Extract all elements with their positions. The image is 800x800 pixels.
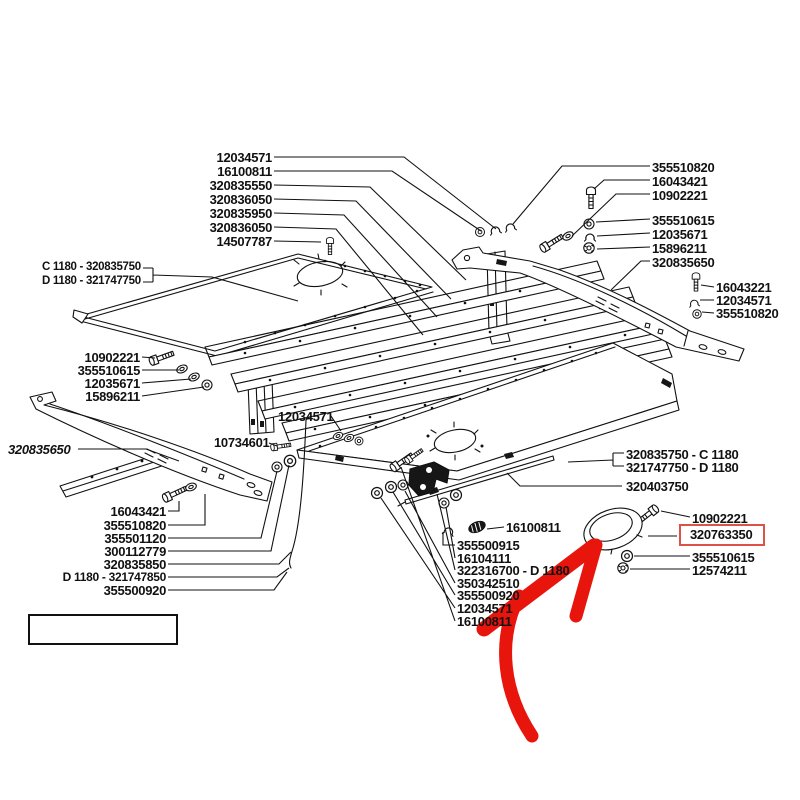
part-label: 12034571 [457, 601, 513, 616]
part-label-highlighted: 320763350 [679, 524, 766, 546]
part-label: D 1180 - 321747750 [42, 275, 141, 287]
part-label: 355510615 [692, 550, 755, 565]
part-label: 15896211 [85, 389, 140, 404]
part-label: D 1180 - 321747850 [62, 570, 167, 584]
part-label: 10734601 [214, 435, 270, 450]
part-label: 10902221 [652, 188, 708, 203]
part-label: 12034571 [278, 409, 334, 424]
highlight-arrow [476, 538, 603, 743]
part-label: 320835650 [652, 255, 715, 270]
part-label: 355500920 [457, 588, 520, 603]
part-label: 12035671 [652, 227, 708, 242]
part-label: 320835950 [209, 206, 273, 221]
part-label: 14507787 [216, 234, 273, 249]
part-label: 355510820 [652, 160, 715, 175]
part-label: 16043421 [110, 504, 167, 519]
panel-screw-holes [318, 351, 598, 448]
part-label: 300112779 [104, 544, 166, 559]
part-label: 355501120 [104, 531, 166, 546]
part-label: 12574211 [692, 563, 747, 578]
part-label: 321747750 - D 1180 [626, 460, 739, 475]
bent-rod [288, 419, 307, 569]
left-support-arm [29, 391, 273, 502]
part-label: 320835850 [103, 557, 167, 572]
part-label: 16100811 [457, 614, 512, 629]
leader-lines [78, 156, 715, 622]
note-box [28, 614, 178, 645]
part-label: 16043421 [652, 174, 708, 189]
part-label: 12034571 [716, 293, 772, 308]
roof-panel-lower [296, 342, 680, 481]
part-label: 322316700 - D 1180 [457, 563, 570, 578]
part-label: 10902221 [692, 511, 748, 526]
part-label: 350342510 [457, 576, 520, 591]
part-label: 355510615 [652, 213, 715, 228]
hinge-bracket [408, 461, 450, 497]
part-label: 12034571 [216, 150, 273, 165]
part-label: 355500920 [103, 583, 167, 598]
part-label: 16043221 [716, 280, 772, 295]
part-label: 320403750 [626, 479, 689, 494]
part-label: 16104111 [457, 551, 512, 566]
part-label: 320835750 - C 1180 [626, 447, 739, 462]
right-support-arm [451, 246, 745, 362]
part-label: 10902221 [84, 350, 141, 365]
part-label: 355510820 [716, 306, 779, 321]
part-label: 12035671 [84, 376, 141, 391]
part-label: 320835550 [209, 178, 273, 193]
roof-panel-upper [72, 253, 434, 357]
part-label: 16100811 [506, 520, 561, 535]
panel-screw-holes [243, 259, 422, 344]
part-label: C 1180 - 320835750 [42, 261, 141, 273]
part-label: 320836050 [209, 220, 273, 235]
part-label: 320835650 [8, 442, 71, 457]
part-label: 355500915 [457, 538, 520, 553]
part-label: 355510820 [103, 518, 167, 533]
rail-1 [204, 260, 605, 366]
part-label: 355510615 [77, 363, 141, 378]
part-label: 15896211 [652, 241, 707, 256]
part-label: 16100811 [217, 164, 272, 179]
part-label: 320836050 [209, 192, 273, 207]
